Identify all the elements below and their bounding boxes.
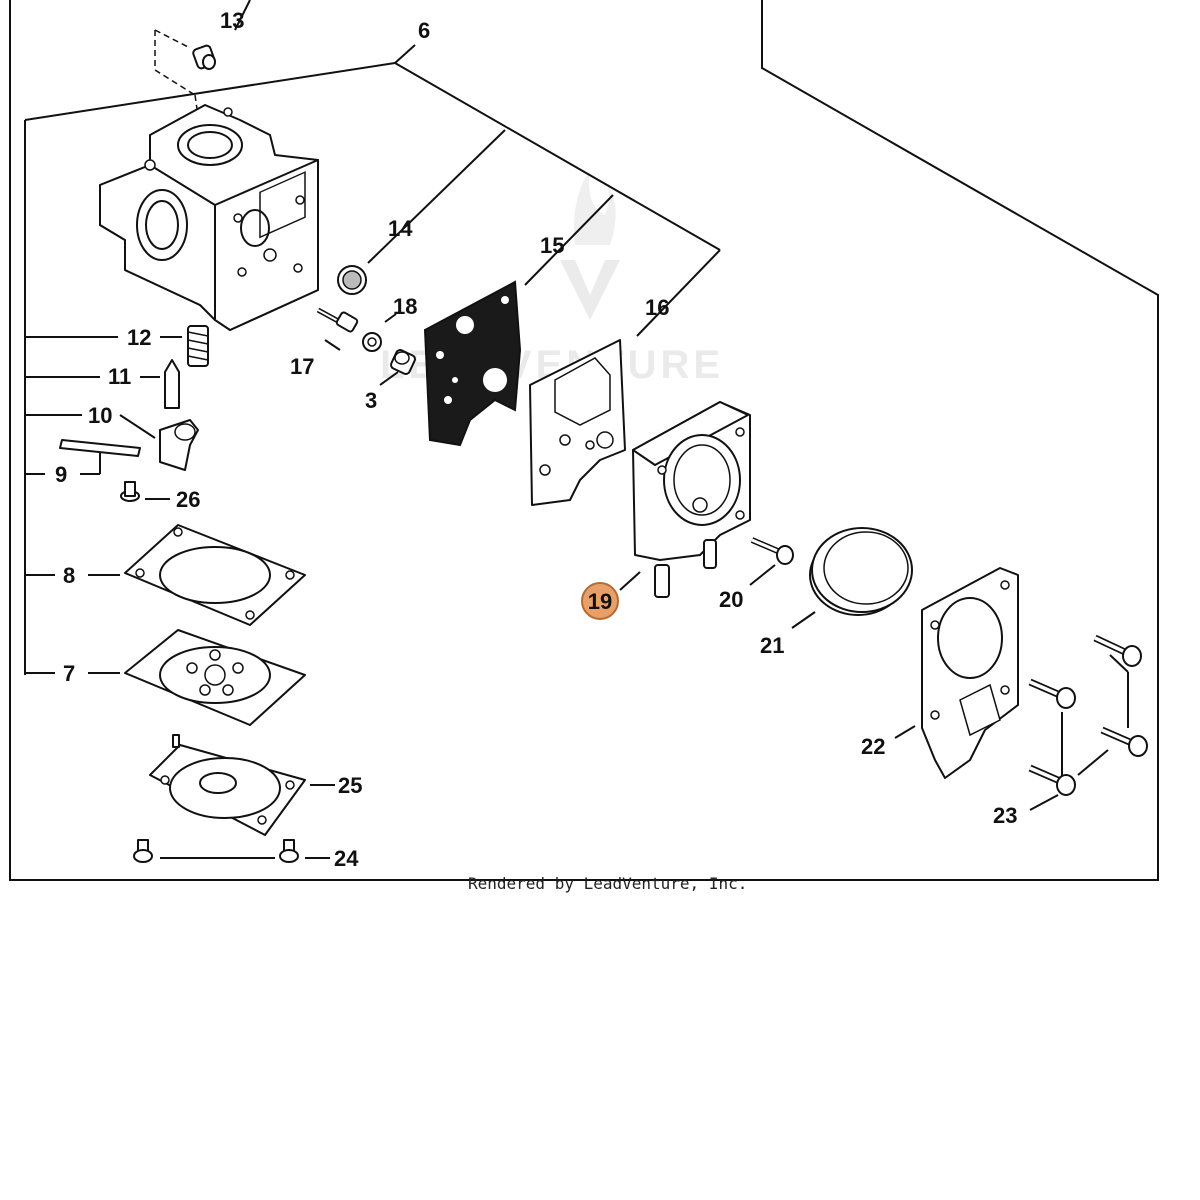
part-10-lever: [159, 419, 199, 471]
label-3[interactable]: 3: [365, 388, 377, 413]
part-16-gasket: [529, 339, 626, 506]
part-22-bracket-plate: [921, 567, 1019, 779]
part-9-pin: [59, 439, 141, 457]
label-11[interactable]: 11: [108, 364, 131, 389]
label-18[interactable]: 18: [393, 294, 417, 319]
highlight-badge[interactable]: [581, 582, 619, 620]
label-24[interactable]: 24: [334, 846, 359, 871]
label-15[interactable]: 15: [540, 233, 564, 258]
part-11-inlet-needle: [164, 359, 180, 409]
label-21[interactable]: 21: [760, 633, 784, 658]
part-6-carburetor-body: [99, 104, 319, 331]
part-26-screw: [120, 481, 140, 502]
label-22[interactable]: 22: [861, 734, 885, 759]
label-26[interactable]: 26: [176, 487, 200, 512]
part-14-filter-screen: [337, 265, 367, 295]
part-18-washer: [362, 332, 382, 352]
label-9[interactable]: 9: [55, 462, 67, 487]
label-12[interactable]: 12: [127, 325, 151, 350]
label-17[interactable]: 17: [290, 354, 314, 379]
label-19-highlight[interactable]: 19: [581, 582, 619, 620]
part-23-screws: [1028, 634, 1148, 796]
label-19[interactable]: 19: [588, 589, 612, 614]
label-16[interactable]: 16: [645, 295, 669, 320]
label-20[interactable]: 20: [719, 587, 743, 612]
part-8-gasket: [124, 524, 306, 626]
part-19-pump-cover: [632, 401, 751, 598]
part-15-gasket: [423, 280, 522, 447]
label-23[interactable]: 23: [993, 803, 1017, 828]
part-7-diaphragm: [124, 629, 306, 726]
diagram-frame: [9, 0, 1159, 881]
part-3-sleeve: [390, 349, 416, 375]
label-8[interactable]: 8: [63, 563, 75, 588]
label-13[interactable]: 13: [220, 8, 244, 33]
label-6[interactable]: 6: [418, 18, 430, 43]
part-13-cap: [154, 29, 216, 131]
part-24-screws: [133, 839, 299, 863]
part-12-spring: [187, 325, 209, 367]
label-10[interactable]: 10: [88, 403, 112, 428]
part-labels: 13 6 14 15 16 18 12 17 11 3 10 9 26 8 7 …: [55, 8, 1017, 871]
label-25[interactable]: 25: [338, 773, 362, 798]
label-7[interactable]: 7: [63, 661, 75, 686]
part-17-adjust-screw: [316, 307, 359, 333]
credit-text: Rendered by LeadVenture, Inc.: [468, 874, 747, 893]
part-21-primer-bulb: [809, 527, 913, 616]
part-20-screw: [750, 537, 794, 565]
part-25-cover-plate: [149, 734, 306, 836]
label-14[interactable]: 14: [388, 216, 413, 241]
